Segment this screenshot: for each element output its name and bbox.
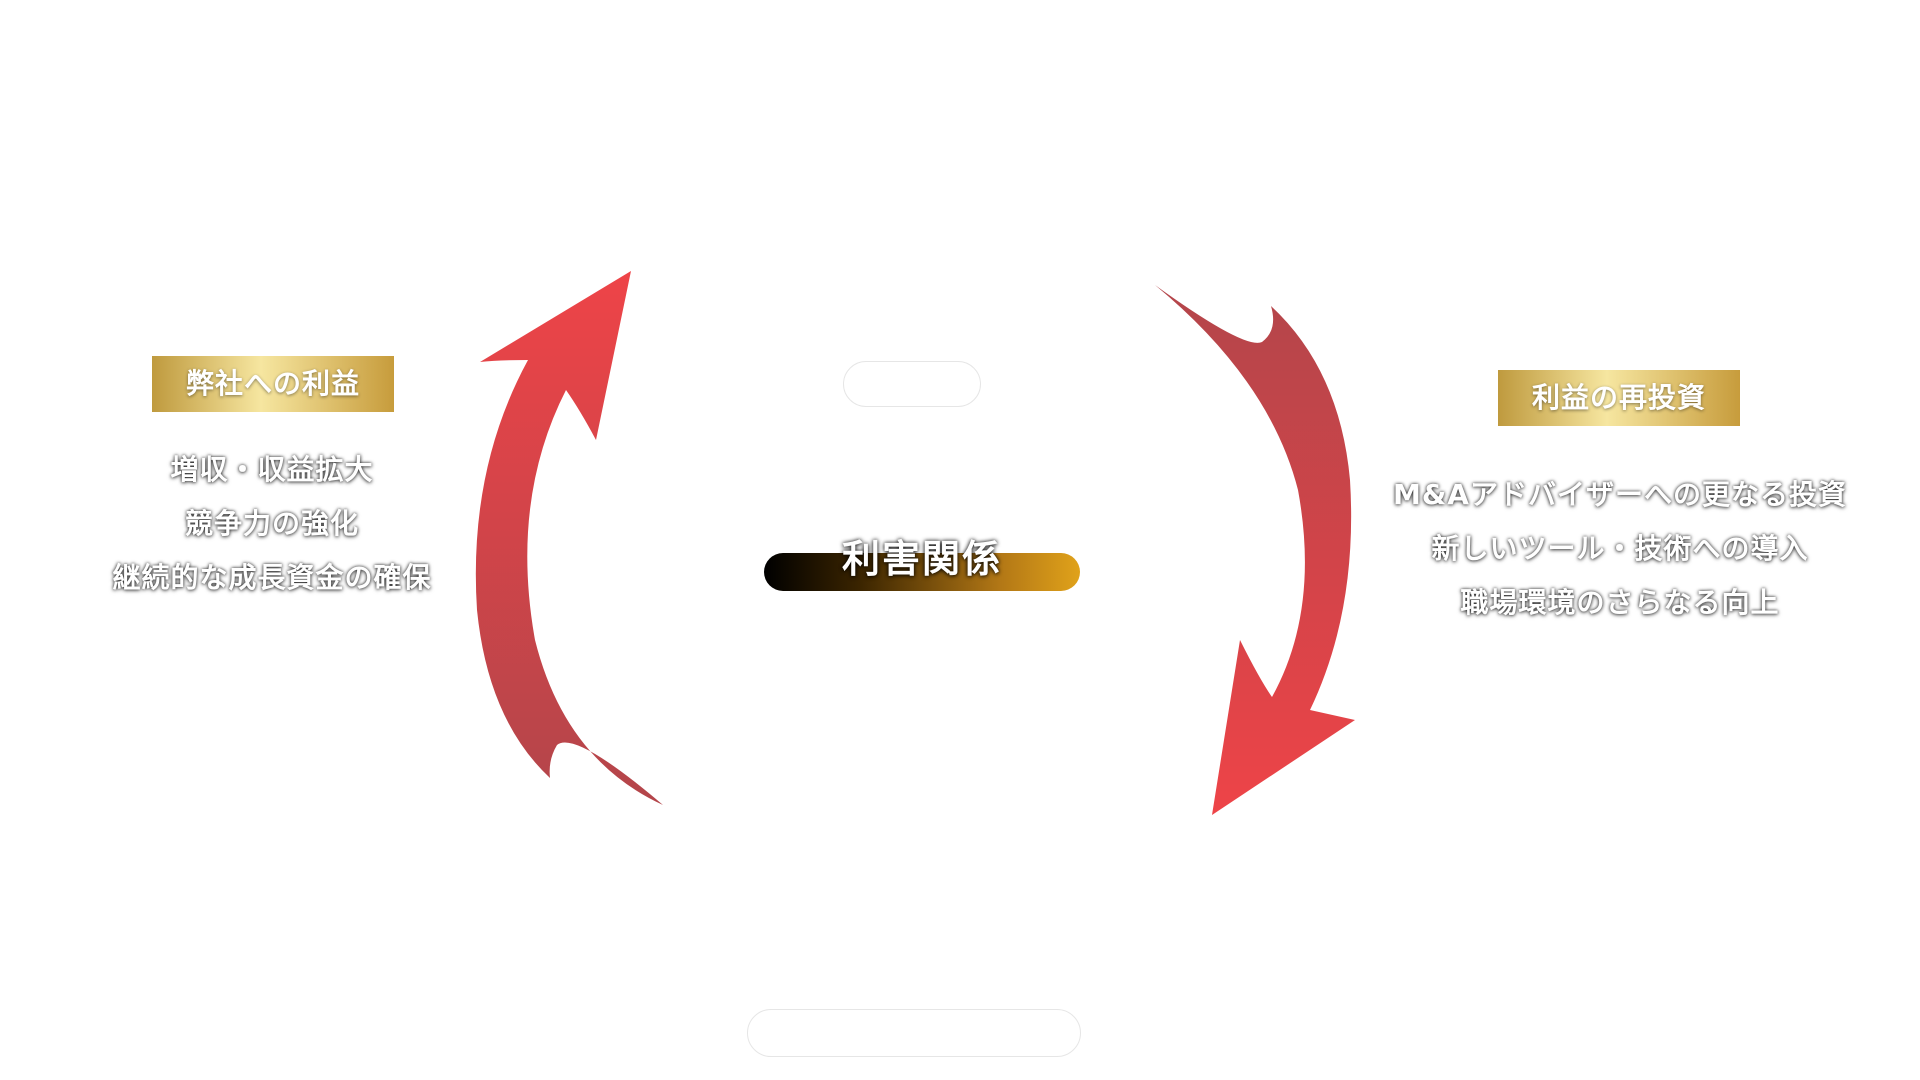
left-item: 競争力の強化 <box>184 507 359 540</box>
right-item: 新しいツール・技術への導入 <box>1431 532 1809 565</box>
right-label: 利益の再投資 <box>1498 370 1740 426</box>
right-arrow <box>1155 285 1355 815</box>
left-label: 弊社への利益 <box>152 356 394 412</box>
left-items: 増収・収益拡大 競争力の強化 継続的な成長資金の確保 <box>60 443 484 605</box>
left-item: 増収・収益拡大 <box>170 453 374 486</box>
left-arrow <box>475 271 663 805</box>
right-item: M&Aアドバイザーへの更なる投資 <box>1393 478 1847 511</box>
right-item: 職場環境のさらなる向上 <box>1460 586 1780 619</box>
left-item: 継続的な成長資金の確保 <box>112 561 432 594</box>
top-pill-outline <box>843 361 981 407</box>
right-items: M&Aアドバイザーへの更なる投資 新しいツール・技術への導入 職場環境のさらなる… <box>1360 468 1880 630</box>
center-bar <box>764 553 1080 591</box>
bottom-pill-outline <box>747 1009 1081 1057</box>
center-title: 利害関係 <box>841 537 1002 581</box>
